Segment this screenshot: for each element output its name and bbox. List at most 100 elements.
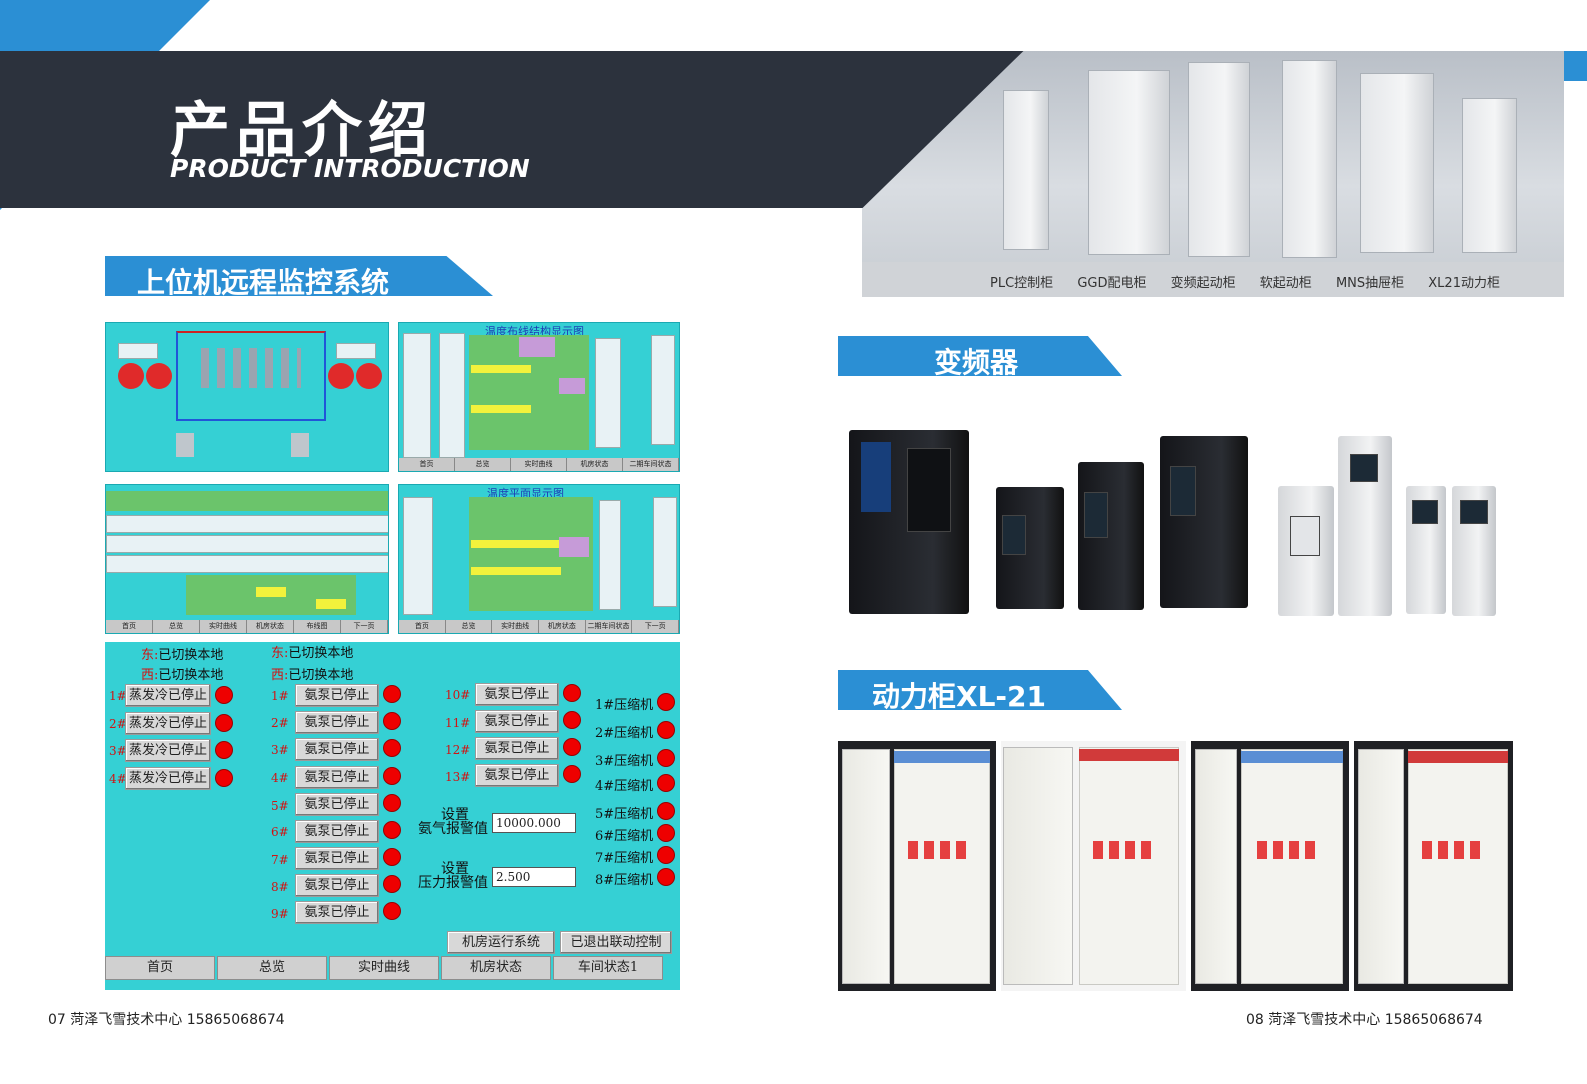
vfd-abb-tall [1338,436,1392,616]
vfd-label-strip [861,442,891,512]
breaker-icon [908,841,918,859]
pump-num: 12# [445,743,471,757]
breaker-icon [940,841,950,859]
nav-item[interactable]: 总览 [446,620,493,633]
pump-button[interactable]: 氨泵已停止 [295,711,379,734]
pump-button[interactable]: 氨泵已停止 [295,847,379,870]
pump-button[interactable]: 氨泵已停止 [475,737,559,760]
wiring-navbar: 首页 总览 实时曲线 机房状态 二期车间状态 [399,458,679,471]
pump-button[interactable]: 氨泵已停止 [475,710,559,733]
pump-button[interactable]: 氨泵已停止 [295,874,379,897]
nav-item[interactable]: 实时曲线 [511,458,567,471]
ammonia-alarm-input[interactable]: 10000.000 [492,813,576,833]
nav-item[interactable]: 机房状态 [539,620,586,633]
zone-purple [559,537,589,557]
status-west-2: 西:已切换本地 [271,668,354,683]
evap-status-led [215,686,233,704]
nav-item[interactable]: 首页 [399,458,455,471]
evap-status-led [215,741,233,759]
evap-num: 3# [109,744,127,758]
breaker-icon [1273,841,1283,859]
overview-navbar: 首页 总览 实时曲线 机房状态 布线图 下一页 [106,620,388,633]
nav-item[interactable]: 机房状态 [247,620,294,633]
cabinet-interior [1079,747,1179,985]
pump-status-led [383,712,401,730]
zone-purple [519,337,555,357]
compressor-label: 8#压缩机 [595,873,654,888]
vfd-display [1350,454,1378,482]
nav-item[interactable]: 下一页 [632,620,679,633]
plane-title: 温度平面显示图 [487,487,564,500]
pump-button[interactable]: 氨泵已停止 [295,793,379,816]
nav-item[interactable]: 二期车间状态 [623,458,679,471]
nav-item[interactable]: 实时曲线 [492,620,540,633]
vfd-abb-medium-2 [1452,486,1496,616]
cabinet-xl21 [1462,98,1517,253]
nav-workshop-status[interactable]: 车间状态1 [553,956,663,980]
pump-button[interactable]: 氨泵已停止 [475,764,559,787]
pump-status-led [383,794,401,812]
pump-status-led [563,684,581,702]
vfd-keypad [907,448,951,532]
evap-num: 2# [109,717,127,731]
evap-num: 4# [109,772,127,786]
pump-status-led [383,875,401,893]
cabinet-tag [894,751,990,763]
vfd-display [1412,500,1438,524]
nav-room-status[interactable]: 机房状态 [441,956,551,980]
zone-box [439,333,465,458]
nav-item[interactable]: 实时曲线 [200,620,247,633]
nav-home[interactable]: 首页 [105,956,215,980]
evap-button[interactable]: 蒸发冷已停止 [125,684,211,707]
pump-button[interactable]: 氨泵已停止 [295,738,379,761]
pump-button[interactable]: 氨泵已停止 [475,683,559,706]
zone-box [653,497,677,607]
vfd-keypad [1290,516,1320,556]
section-powercab-title: 动力柜XL-21 [872,680,1047,713]
nav-item[interactable]: 下一页 [341,620,388,633]
pump-num: 10# [445,688,471,702]
linkage-control-button[interactable]: 已退出联动控制 [560,931,672,954]
pump-status-led [383,902,401,920]
vfd-display [1460,500,1488,524]
pump-status-led [563,738,581,756]
nav-item[interactable]: 总览 [153,620,200,633]
pump-button[interactable]: 氨泵已停止 [295,684,379,707]
nav-item[interactable]: 二期车间状态 [586,620,633,633]
pump-button[interactable]: 氨泵已停止 [295,901,379,924]
cabinet-label: GGD配电柜 [1077,276,1147,291]
nav-item[interactable]: 总览 [455,458,511,471]
scada-screen-plane: 温度平面显示图 首页 总览 实时曲线 机房状态 二期车间状态 下一页 [398,484,680,634]
pump-status-led [383,767,401,785]
cabinet-label: XL21动力柜 [1428,276,1500,291]
evap-button[interactable]: 蒸发冷已停止 [125,712,211,735]
pump-num: 6# [271,825,289,839]
nav-item[interactable]: 机房状态 [567,458,623,471]
zone-purple [559,378,585,394]
pump-num: 9# [271,907,289,921]
equipment-box [118,343,158,359]
evap-button[interactable]: 蒸发冷已停止 [125,767,211,790]
nav-item[interactable]: 首页 [399,620,446,633]
section-scada-ribbon: 上位机远程监控系统 [105,256,493,296]
pump-button[interactable]: 氨泵已停止 [295,820,379,843]
room-system-button[interactable]: 机房运行系统 [447,931,555,954]
nav-item[interactable]: 布线图 [294,620,341,633]
compressor-label: 4#压缩机 [595,779,654,794]
nav-realtime-curve[interactable]: 实时曲线 [329,956,439,980]
evap-button[interactable]: 蒸发冷已停止 [125,739,211,762]
pump-button[interactable]: 氨泵已停止 [295,766,379,789]
fan-icon [118,363,144,389]
ammonia-alarm-label-2: 氨气报警值 [418,821,488,837]
pressure-alarm-input[interactable]: 2.500 [492,867,576,887]
pump-num: 11# [445,716,471,730]
pump-status-led [563,711,581,729]
nav-overview[interactable]: 总览 [217,956,327,980]
cabinet-tag [1408,751,1508,763]
pipe-network [176,331,326,421]
cabinet-plc [1003,90,1049,250]
cabinet-tag [1241,751,1343,763]
nav-item[interactable]: 首页 [106,620,153,633]
scada-control-panel: 东:已切换本地 西:已切换本地 东:已切换本地 西:已切换本地 1# 蒸发冷已停… [105,642,680,990]
compressor-label: 1#压缩机 [595,698,654,713]
